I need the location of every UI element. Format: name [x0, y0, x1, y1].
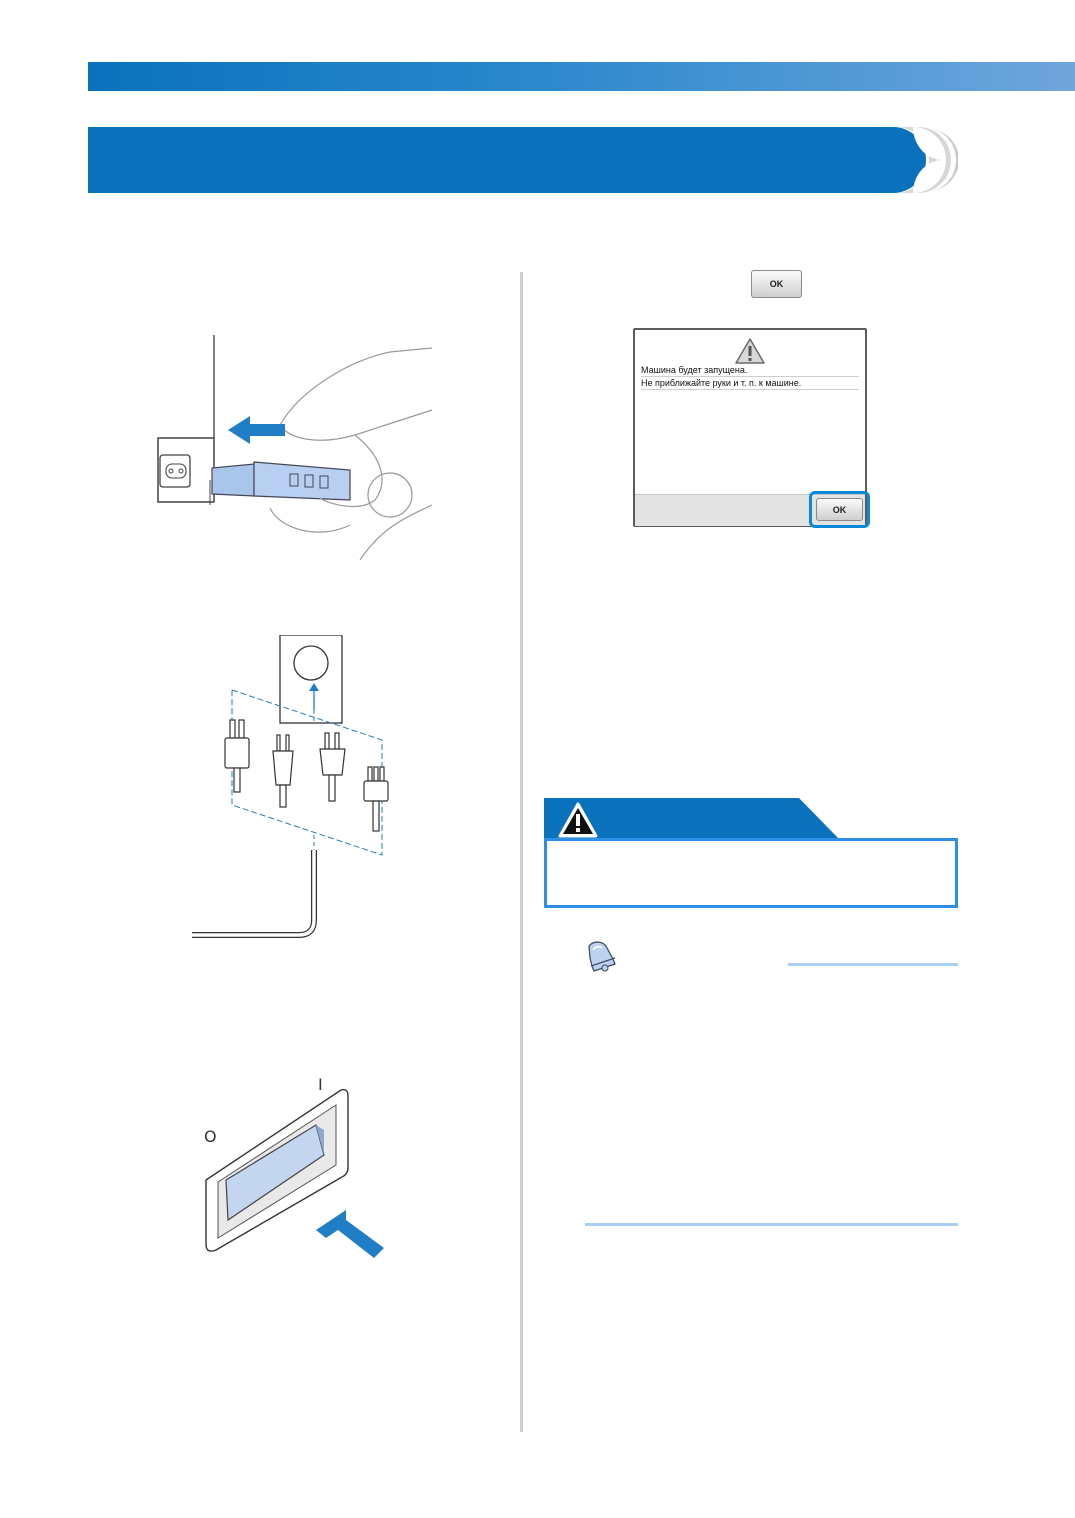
- warning-box: [544, 838, 958, 908]
- screen-ok-button[interactable]: OK: [816, 498, 863, 521]
- plug-types-illustration: [192, 635, 389, 938]
- off-mark: O: [204, 1127, 217, 1146]
- warning-header-tab: [544, 798, 840, 840]
- screen-message-line-2: Не приближайте руки и т. п. к машине.: [641, 377, 859, 390]
- memo-rule-bottom: [585, 1223, 958, 1226]
- memo-rule-top: [788, 963, 958, 966]
- ok-button-highlight: [809, 491, 870, 528]
- screen-message-area: Машина будет запущена. Не приближайте ру…: [635, 330, 865, 494]
- warning-triangle-icon: [735, 338, 765, 364]
- section-title-band: [88, 127, 958, 193]
- header-gradient-bar: [88, 62, 1075, 91]
- column-divider: [520, 272, 523, 1432]
- power-cord-insertion-illustration: [157, 335, 433, 560]
- warning-exclamation-icon: [558, 802, 598, 838]
- on-mark: I: [318, 1075, 323, 1094]
- screen-message-line-1: Машина будет запущена.: [641, 364, 859, 377]
- ok-button-reference[interactable]: OK: [751, 270, 802, 298]
- power-switch-illustration: O I: [204, 1075, 384, 1258]
- bell-icon: [588, 941, 616, 972]
